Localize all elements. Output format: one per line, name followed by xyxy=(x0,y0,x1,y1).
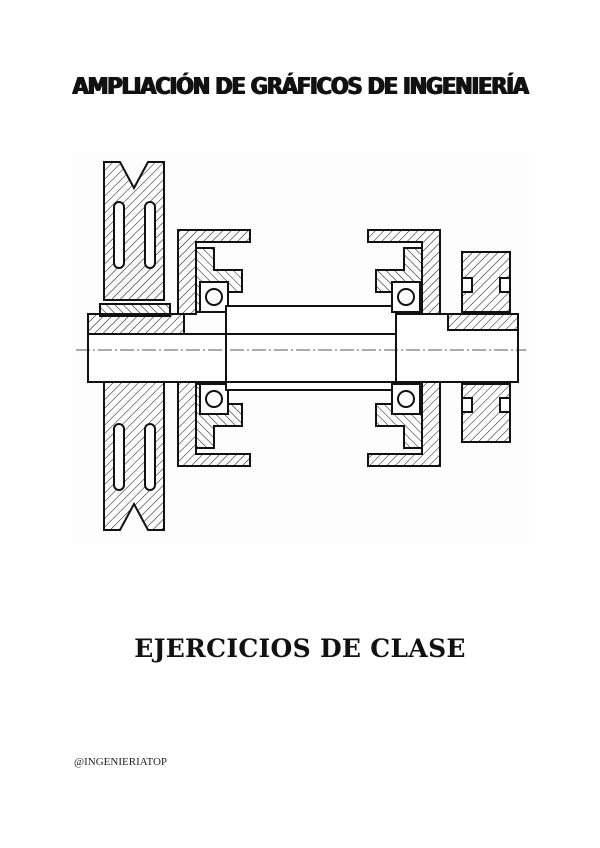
author-handle: @INGENIERIATOP xyxy=(74,756,168,768)
section-subtitle: EJERCICIOS DE CLASE xyxy=(134,634,466,663)
gear-section xyxy=(461,251,511,443)
right-bearing-housing xyxy=(367,229,441,467)
left-bearing-housing xyxy=(177,229,251,467)
shaft-assembly-drawing xyxy=(76,161,526,531)
document-title: AMPLIACIÓN DE GRÁFICOS DE INGENIERÍA xyxy=(72,72,529,100)
technical-drawing xyxy=(72,152,530,542)
pulley-section xyxy=(103,161,165,531)
